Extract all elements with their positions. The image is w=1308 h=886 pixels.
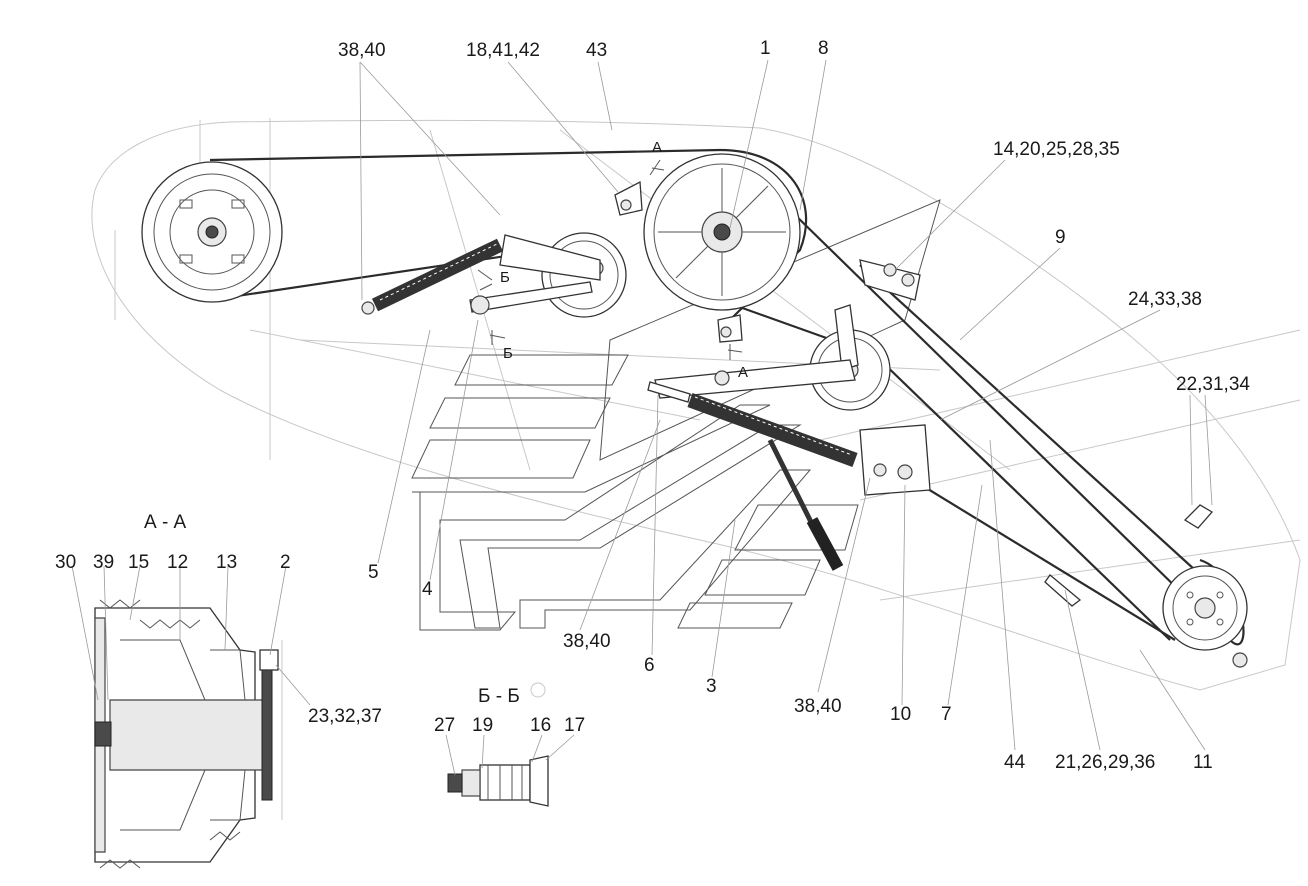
left-drive-pulley — [141, 161, 283, 303]
upper-tension-pulley — [469, 232, 627, 318]
section-mark-a-top: А — [652, 139, 662, 156]
callout-12: 12 — [167, 552, 188, 573]
callout-4: 4 — [422, 579, 433, 600]
leader-lines — [359, 59, 1213, 751]
callout-13: 13 — [216, 552, 237, 573]
section-aa-detail — [71, 565, 311, 869]
section-mark-b-bottom: Б — [503, 345, 513, 362]
callout-38-40-mid: 38,40 — [563, 631, 611, 652]
callout-17: 17 — [564, 715, 585, 736]
section-bb-detail — [445, 682, 575, 807]
callout-14-20-25-28-35: 14,20,25,28,35 — [993, 139, 1120, 160]
callout-6: 6 — [644, 655, 655, 676]
callout-labels: 38,40 18,41,42 43 1 8 14,20,25,28,35 9 2… — [55, 38, 1250, 773]
callout-5: 5 — [368, 562, 379, 583]
section-title-aa: А - А — [144, 512, 187, 533]
callout-10: 10 — [890, 704, 911, 725]
bottom-right-pulley — [1044, 504, 1248, 668]
callout-38-40-low: 38,40 — [794, 696, 842, 717]
callout-22-31-34: 22,31,34 — [1176, 374, 1250, 395]
callout-16: 16 — [530, 715, 551, 736]
callout-7: 7 — [941, 704, 952, 725]
callout-24-33-38: 24,33,38 — [1128, 289, 1202, 310]
adjusting-rod — [767, 438, 844, 571]
callout-43: 43 — [586, 40, 607, 61]
section-mark-b-top: Б — [500, 269, 510, 286]
main-pulley — [643, 153, 801, 311]
section-title-bb: Б - Б — [478, 686, 520, 707]
callout-39: 39 — [93, 552, 114, 573]
callout-2: 2 — [280, 552, 291, 573]
callout-19: 19 — [472, 715, 493, 736]
callout-8: 8 — [818, 38, 829, 59]
callout-1: 1 — [760, 38, 771, 59]
section-cut-markers — [477, 159, 743, 360]
callout-27: 27 — [434, 715, 455, 736]
callout-18-41-42: 18,41,42 — [466, 40, 540, 61]
middle-tension-pulley — [654, 304, 891, 411]
callout-15: 15 — [128, 552, 149, 573]
small-brackets — [614, 180, 743, 343]
callout-3: 3 — [706, 676, 717, 697]
callout-11: 11 — [1193, 752, 1213, 773]
callout-23-32-37: 23,32,37 — [308, 706, 382, 727]
callout-44: 44 — [1004, 752, 1026, 773]
callout-30: 30 — [55, 552, 76, 573]
section-labels: А - А Б - Б А А Б Б — [144, 139, 748, 707]
section-mark-a-bottom: А — [738, 364, 748, 381]
upper-spring — [361, 238, 504, 315]
lower-spring — [647, 381, 931, 496]
callout-21-26-29-36: 21,26,29,36 — [1055, 752, 1155, 773]
callout-38-40-top: 38,40 — [338, 40, 386, 61]
upper-right-bracket — [859, 259, 921, 301]
callout-9: 9 — [1055, 227, 1066, 248]
